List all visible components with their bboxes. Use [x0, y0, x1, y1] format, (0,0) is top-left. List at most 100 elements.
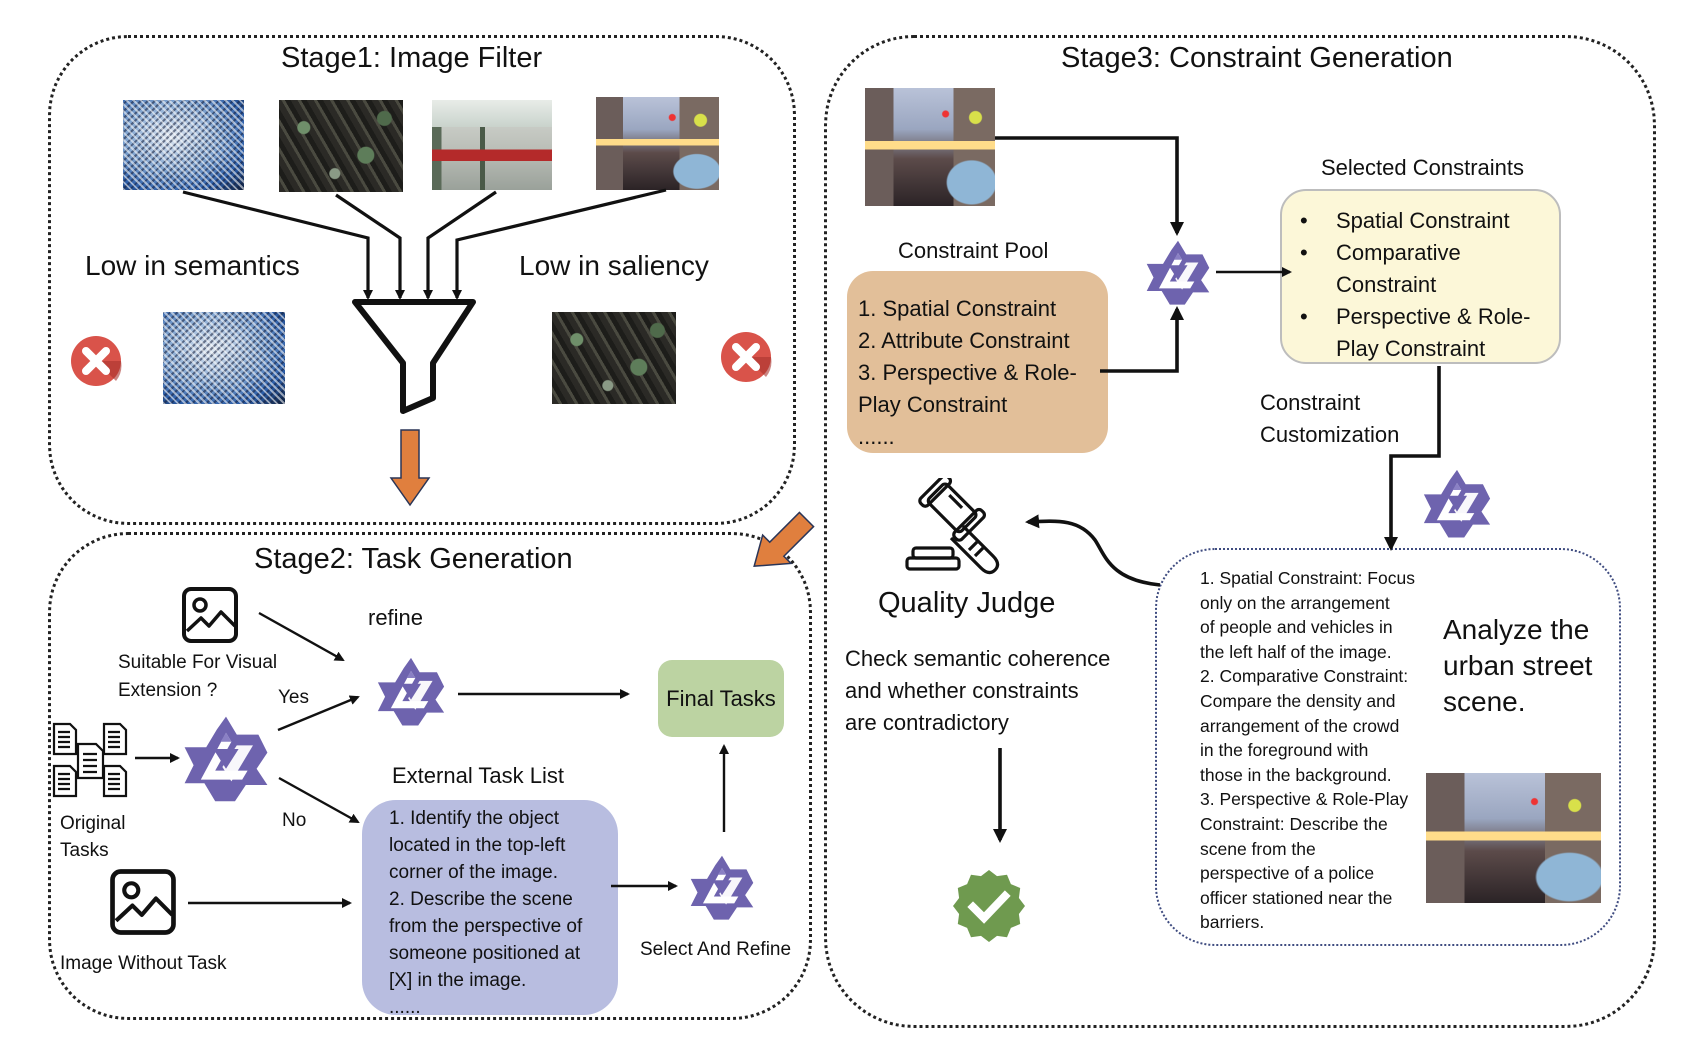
bullet: [1300, 333, 1336, 365]
input-image-leaves: [279, 100, 403, 192]
customized-constraint-line: of people and vehicles in: [1200, 617, 1393, 638]
qwen-logo-icon-stage3-select: [1144, 238, 1212, 306]
constraint-pool-title: Constraint Pool: [898, 238, 1049, 263]
analyze-task-line: Analyze the: [1443, 614, 1590, 645]
image-without-task-label: Image Without Task: [60, 953, 227, 974]
customized-constraint-line: officer stationed near the: [1200, 887, 1393, 908]
external-task-line: [X] in the image.: [389, 970, 527, 991]
customized-constraint-line: Constraint: Describe the: [1200, 813, 1388, 834]
customized-constraint-line: 3. Perspective & Role-Play: [1200, 789, 1409, 810]
low-saliency-label: Low in saliency: [519, 250, 709, 281]
qwen-logo-icon-stage2-judge: [181, 713, 271, 803]
refine-label: refine: [368, 605, 424, 630]
bullet: •: [1300, 304, 1308, 329]
low-semantics-label: Low in semantics: [85, 250, 300, 281]
stage3-input-street-image: [865, 88, 995, 206]
analyze-task-line: urban street: [1443, 650, 1593, 681]
customized-constraint-line: only on the arrangement: [1200, 592, 1390, 613]
customized-constraint-line: scene from the: [1200, 838, 1316, 859]
external-task-list-title: External Task List: [392, 763, 565, 788]
constraint-pool-line: ......: [858, 424, 895, 449]
customized-constraint-line: Compare the density and: [1200, 690, 1396, 711]
external-task-line: 1. Identify the object: [389, 808, 560, 829]
bullet: [1300, 269, 1336, 301]
qwen-logo-icon-stage2-select: [688, 853, 756, 921]
customized-constraint-line: 2. Comparative Constraint:: [1200, 666, 1409, 687]
selected-constraint-text: Perspective & Role-: [1336, 304, 1531, 329]
customized-constraint-line: arrangement of the crowd: [1200, 715, 1400, 736]
constraint-pool-box: 1. Spatial Constraint 2. Attribute Constr…: [847, 271, 1108, 453]
customized-constraint-line: in the foreground with: [1200, 740, 1369, 761]
selected-constraint-text: Constraint: [1336, 272, 1437, 297]
analyze-task-text: Analyze the urban street scene.: [1443, 612, 1592, 720]
stage2-frame: [48, 532, 812, 1020]
external-task-line: ......: [389, 997, 421, 1015]
rejected-image-checkerboard: [163, 312, 285, 404]
input-image-station: [432, 100, 552, 190]
constraint-customization-line2: Customization: [1260, 422, 1400, 447]
constraint-pool-line: 1. Spatial Constraint: [858, 296, 1057, 321]
stage1-frame: [48, 35, 796, 525]
input-image-checkerboard: [123, 100, 244, 190]
stage3-title: Stage3: Constraint Generation: [1061, 42, 1453, 74]
quality-judge-label: Quality Judge: [878, 587, 1056, 619]
image-icon-without-task: [109, 868, 177, 936]
judge-description-line: are contradictory: [845, 710, 1009, 735]
selected-constraints-title: Selected Constraints: [1321, 155, 1524, 180]
selected-constraint-text: Spatial Constraint: [1336, 208, 1510, 233]
gavel-icon: [905, 473, 1015, 578]
customized-constraint-line: barriers.: [1200, 912, 1265, 933]
stage3-frame: [824, 35, 1656, 1028]
selected-constraint-text: Comparative: [1336, 240, 1461, 265]
stage2-title: Stage2: Task Generation: [254, 543, 573, 575]
bullet: •: [1300, 240, 1308, 265]
bullet: •: [1300, 208, 1308, 233]
selected-constraint-item: • Spatial Constraint: [1300, 205, 1559, 237]
final-tasks-label: Final Tasks: [666, 685, 776, 711]
external-task-line: corner of the image.: [389, 862, 558, 883]
select-and-refine-label: Select And Refine: [640, 939, 792, 960]
judge-description: Check semantic coherence and whether cons…: [845, 643, 1110, 739]
analyze-task-line: scene.: [1443, 686, 1526, 717]
external-task-line: from the perspective of: [389, 916, 583, 937]
customized-constraint-line: those in the background.: [1200, 764, 1392, 785]
constraint-customization-line1: Constraint: [1260, 390, 1361, 415]
customized-constraints-text: 1. Spatial Constraint: Focus only on the …: [1200, 566, 1415, 935]
suitable-label-line2: Extension ?: [118, 680, 218, 701]
selected-constraint-item: Play Constraint: [1300, 333, 1559, 365]
constraint-pool-line: 2. Attribute Constraint: [858, 328, 1070, 353]
rejected-image-leaves: [552, 312, 676, 404]
input-image-street: [596, 97, 719, 190]
customized-street-image: [1426, 773, 1601, 903]
original-tasks-documents-icon: [52, 722, 128, 798]
suitable-label-line1: Suitable For Visual: [118, 652, 278, 673]
image-icon-suitable: [181, 586, 239, 644]
judge-description-line: Check semantic coherence: [845, 646, 1111, 671]
qwen-logo-icon-stage2-refine: [375, 655, 447, 727]
selected-constraint-item: • Comparative: [1300, 237, 1559, 269]
stage1-title: Stage1: Image Filter: [281, 42, 543, 74]
final-tasks-box: Final Tasks: [658, 660, 784, 737]
customized-constraint-line: the left half of the image.: [1200, 641, 1392, 662]
no-label: No: [282, 810, 307, 831]
reject-x-icon-left: [70, 335, 122, 387]
external-task-list-box: 1. Identify the object located in the top…: [362, 800, 618, 1015]
original-tasks-label-line2: Tasks: [60, 840, 109, 861]
customized-constraint-line: 1. Spatial Constraint: Focus: [1200, 568, 1415, 588]
judge-description-line: and whether constraints: [845, 678, 1079, 703]
customized-constraint-line: perspective of a police: [1200, 863, 1375, 884]
selected-constraint-text: Play Constraint: [1336, 336, 1486, 361]
constraint-pool-line: 3. Perspective & Role-: [858, 360, 1077, 385]
qwen-logo-icon-stage3-customize: [1421, 467, 1493, 539]
selected-constraint-item: Constraint: [1300, 269, 1559, 301]
external-task-line: 2. Describe the scene: [389, 889, 573, 910]
pass-check-badge-icon: [949, 866, 1029, 946]
external-task-line: someone positioned at: [389, 943, 581, 964]
constraint-pool-line: Play Constraint: [858, 392, 1008, 417]
selected-constraint-item: • Perspective & Role-: [1300, 301, 1559, 333]
original-tasks-label-line1: Original: [60, 813, 126, 834]
reject-x-icon-right: [720, 331, 772, 383]
external-task-line: located in the top-left: [389, 835, 566, 856]
yes-label: Yes: [278, 687, 309, 708]
